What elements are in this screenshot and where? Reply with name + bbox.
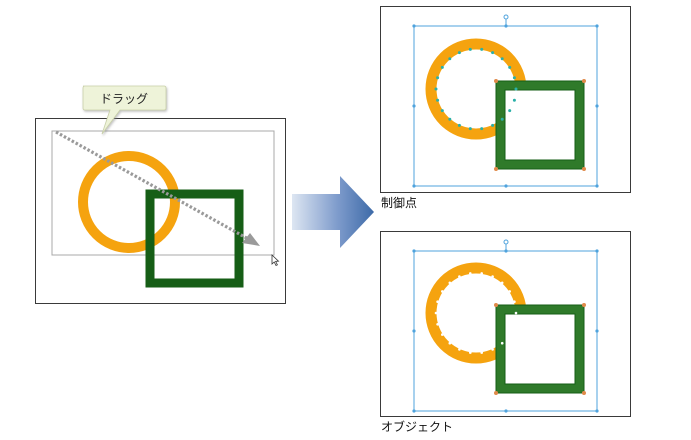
control-point[interactable] [508,290,511,293]
control-point[interactable] [500,57,504,61]
control-point[interactable] [491,123,495,127]
control-point[interactable] [500,341,504,345]
control-point[interactable] [448,281,452,285]
green-square[interactable] [145,189,244,288]
control-point[interactable] [440,109,444,113]
selection-marquee [51,130,275,256]
control-point[interactable] [512,76,516,80]
control-point[interactable] [448,341,452,345]
bounding-box-handles[interactable] [412,249,599,413]
object-panel [380,231,631,417]
circle-object-points[interactable] [434,272,518,354]
green-square-inner [504,89,576,161]
control-point[interactable] [436,98,440,102]
control-point[interactable] [448,57,452,61]
control-point[interactable] [500,281,504,285]
control-point[interactable] [491,51,495,55]
control-point[interactable] [508,333,511,336]
control-point[interactable] [500,117,504,121]
control-point[interactable] [468,47,472,51]
control-point[interactable] [468,127,472,131]
control-point[interactable] [441,333,444,336]
control-point[interactable] [480,47,484,51]
control-points-panel [380,6,631,193]
control-point[interactable] [436,300,439,303]
control-point[interactable] [514,87,518,91]
control-point[interactable] [512,98,516,102]
drag-arrowhead [242,233,260,246]
control-point[interactable] [436,323,439,326]
control-point[interactable] [434,311,438,315]
control-point[interactable] [491,348,494,351]
control-point[interactable] [480,272,483,275]
drag-arrow-icon [55,130,253,243]
control-point[interactable] [457,51,461,55]
green-square-inner [504,313,576,385]
mouse-cursor-icon [271,254,280,267]
bounding-box-handles[interactable] [412,24,599,188]
control-point[interactable] [469,272,472,275]
control-point[interactable] [469,351,472,354]
control-point[interactable] [458,275,461,278]
drag-callout-bubble [82,85,167,135]
circle-control-points[interactable] [434,47,518,131]
control-point[interactable] [480,351,483,354]
control-point[interactable] [436,76,440,80]
control-point[interactable] [513,300,516,303]
control-point[interactable] [440,65,444,69]
control-point[interactable] [491,275,494,278]
control-point[interactable] [434,87,438,91]
control-point[interactable] [457,123,461,127]
orange-circle[interactable] [78,151,180,253]
control-point[interactable] [508,65,512,69]
control-point[interactable] [448,117,452,121]
control-points-caption: 制御点 [381,196,418,210]
control-point[interactable] [480,127,484,131]
control-point[interactable] [441,290,444,293]
square-anchor-points[interactable] [494,79,586,171]
square-anchor-points[interactable] [494,303,586,395]
control-point[interactable] [508,109,512,113]
control-point[interactable] [514,311,518,315]
right-arrow-icon [292,176,374,248]
object-caption: オブジェクト [381,420,454,434]
drag-selection-panel [35,118,286,304]
drag-callout-label: ドラッグ [99,92,148,106]
control-point[interactable] [458,348,461,351]
control-point[interactable] [513,323,516,326]
